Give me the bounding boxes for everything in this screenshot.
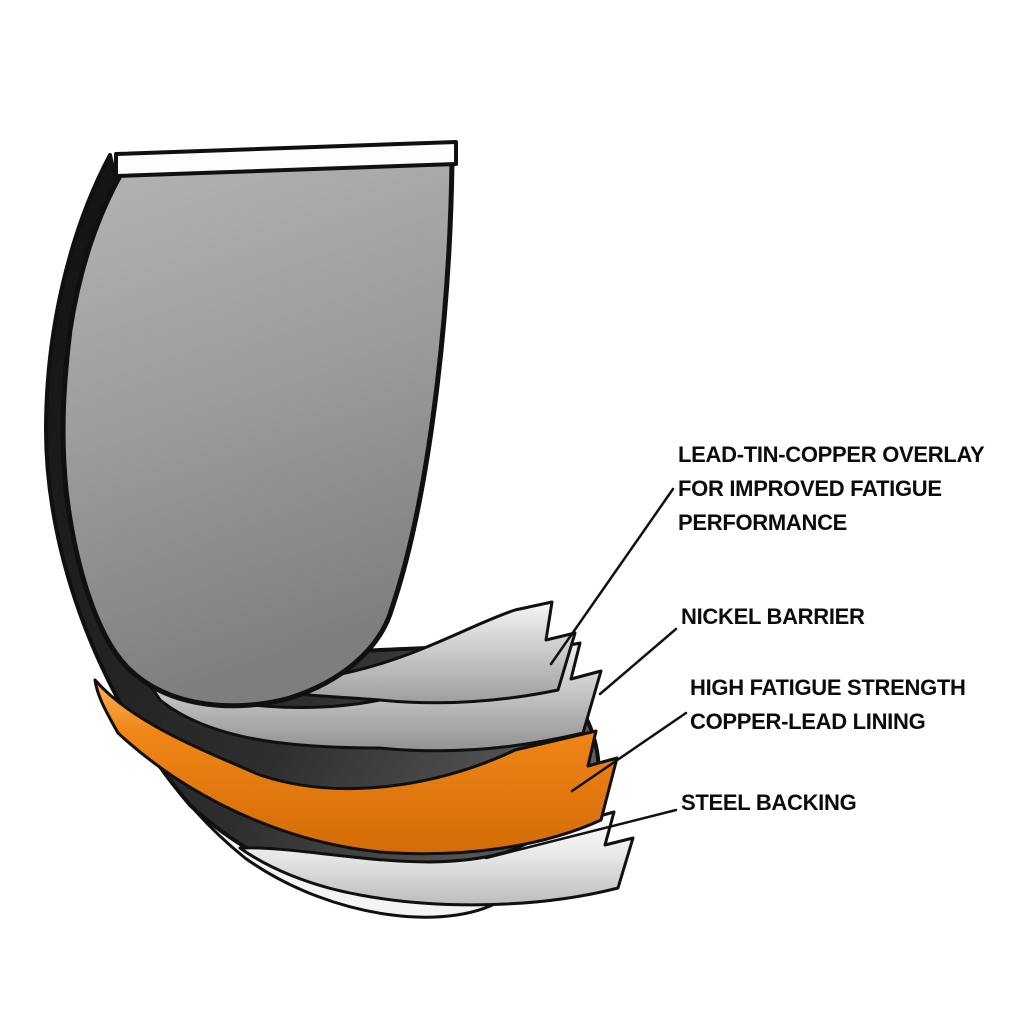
label-nickel-barrier: NICKEL BARRIER	[681, 600, 865, 634]
label-overlay: LEAD-TIN-COPPER OVERLAY FOR IMPROVED FAT…	[678, 438, 985, 540]
label-steel-line-1: STEEL BACKING	[681, 790, 857, 815]
leader-line-copper-lead	[570, 711, 688, 793]
label-copper-lead-line-2: COPPER-LEAD LINING	[690, 709, 926, 734]
label-copper-lead-lining: HIGH FATIGUE STRENGTH COPPER-LEAD LINING	[690, 671, 966, 739]
label-copper-lead-line-1: HIGH FATIGUE STRENGTH	[690, 675, 966, 700]
layer-steel-backing	[238, 810, 635, 907]
label-steel-backing: STEEL BACKING	[681, 786, 857, 820]
label-overlay-line-1: LEAD-TIN-COPPER OVERLAY	[678, 442, 985, 467]
label-overlay-line-3: PERFORMANCE	[678, 510, 848, 535]
bearing-top-rim	[114, 140, 458, 178]
bearing-shell	[60, 157, 455, 709]
layer-copper-lead-lining	[93, 678, 619, 856]
label-overlay-line-2: FOR IMPROVED FATIGUE	[678, 476, 942, 501]
leader-line-steel	[484, 808, 678, 860]
leader-line-nickel	[598, 627, 678, 696]
label-nickel-line-1: NICKEL BARRIER	[681, 604, 865, 629]
leader-line-overlay	[549, 487, 675, 666]
